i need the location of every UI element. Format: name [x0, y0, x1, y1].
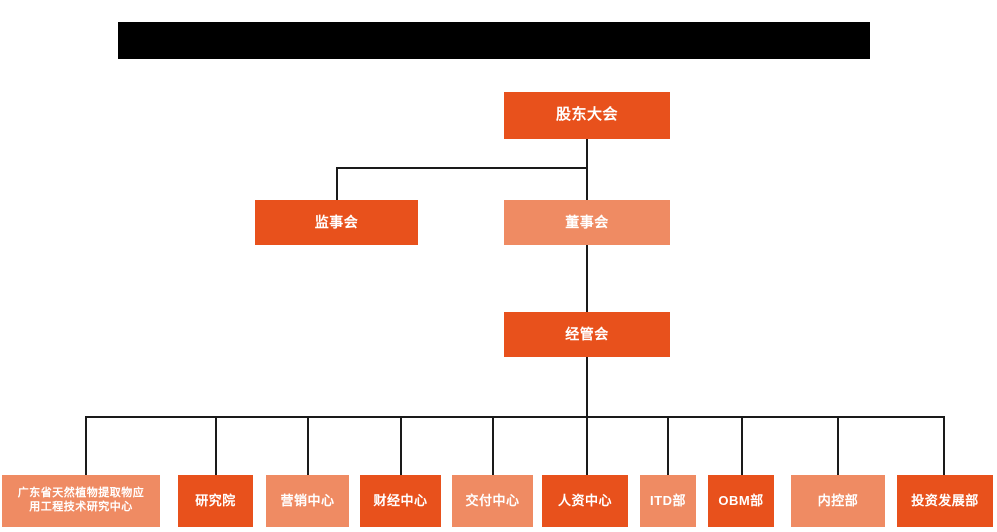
org-node-delivery[interactable]: 交付中心 — [452, 475, 533, 527]
connector-management-down — [586, 357, 588, 417]
connector-shareholders-down — [586, 139, 588, 200]
connector-drop-internal-control — [837, 416, 839, 475]
org-node-hr[interactable]: 人资中心 — [542, 475, 628, 527]
org-node-shareholders[interactable]: 股东大会 — [504, 92, 670, 139]
org-node-obm[interactable]: OBM部 — [708, 475, 774, 527]
org-node-investment[interactable]: 投资发展部 — [897, 475, 993, 527]
connector-directors-to-management — [586, 245, 588, 312]
connector-drop-hr — [586, 416, 588, 475]
org-node-supervisors[interactable]: 监事会 — [255, 200, 418, 245]
connector-bottom-bus — [85, 416, 944, 418]
org-node-internal-control[interactable]: 内控部 — [791, 475, 885, 527]
connector-drop-rd-center — [85, 416, 87, 475]
connector-drop-delivery — [492, 416, 494, 475]
connector-drop-institute — [215, 416, 217, 475]
org-node-itd[interactable]: ITD部 — [640, 475, 696, 527]
connector-drop-finance — [400, 416, 402, 475]
org-node-marketing[interactable]: 营销中心 — [266, 475, 349, 527]
connector-drop-itd — [667, 416, 669, 475]
org-node-finance[interactable]: 财经中心 — [360, 475, 441, 527]
connector-drop-obm — [741, 416, 743, 475]
connector-to-supervisors — [336, 167, 338, 200]
org-node-management[interactable]: 经管会 — [504, 312, 670, 357]
connector-drop-marketing — [307, 416, 309, 475]
org-node-institute[interactable]: 研究院 — [178, 475, 253, 527]
connector-level2-bus — [336, 167, 587, 169]
org-node-directors[interactable]: 董事会 — [504, 200, 670, 245]
connector-drop-investment — [943, 416, 945, 475]
org-node-rd-center[interactable]: 广东省天然植物提取物应 用工程技术研究中心 — [2, 475, 160, 527]
redacted-title-bar — [118, 22, 870, 59]
